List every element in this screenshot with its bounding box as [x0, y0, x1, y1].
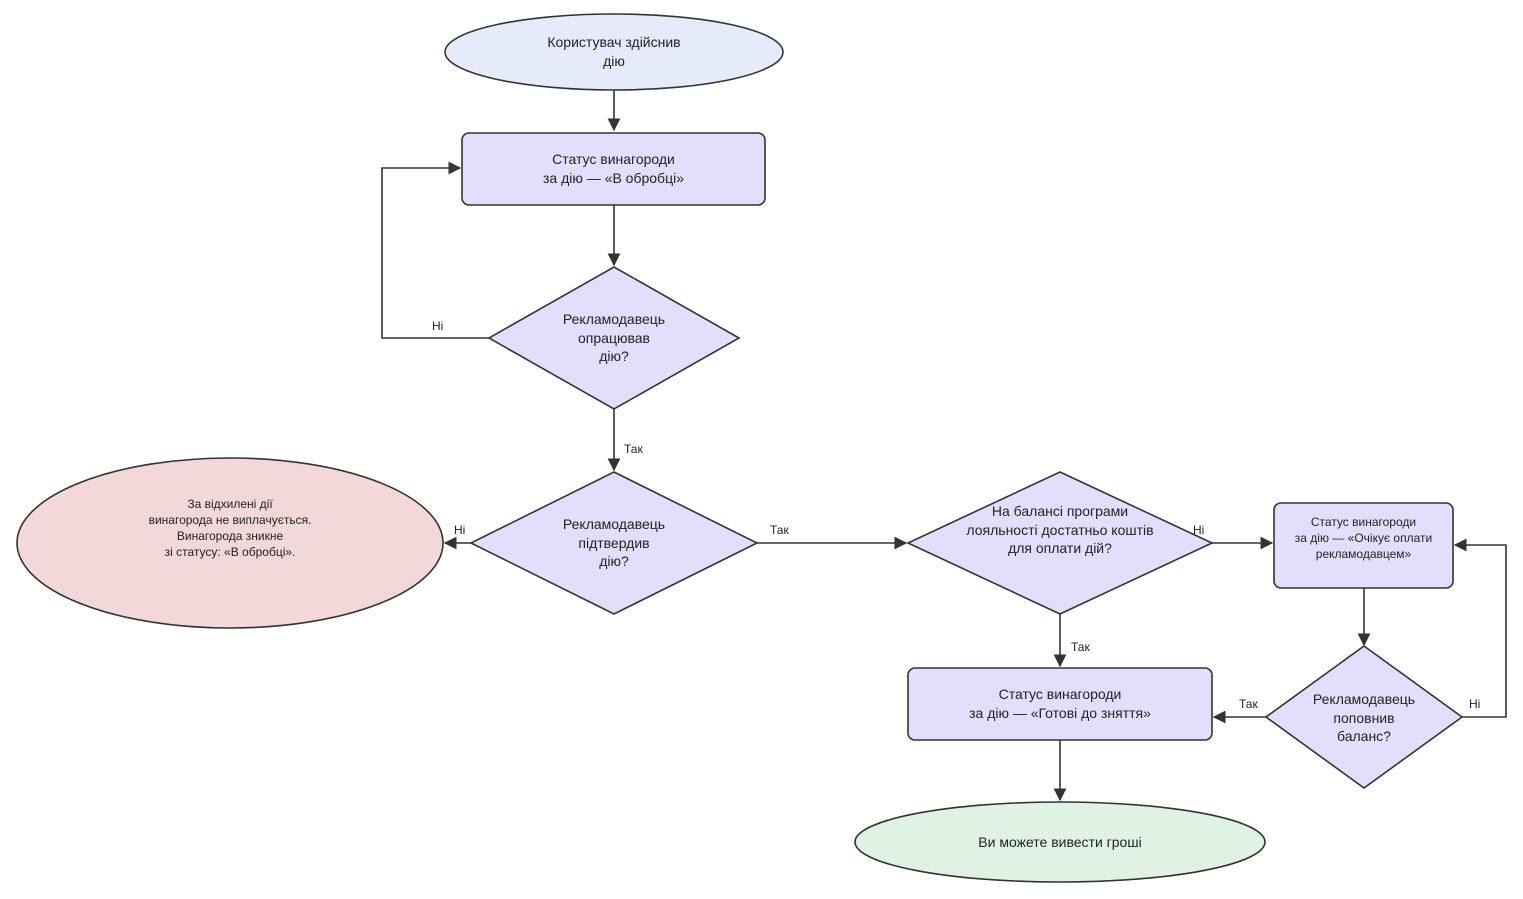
- edge-label-processed-no: Ні: [432, 319, 444, 333]
- decision-topup-node: [1264, 645, 1464, 789]
- edge-topup-no-loop: [1453, 538, 1507, 718]
- edge-label-topup-no: Ні: [1469, 697, 1481, 711]
- edge-label-balance-yes: Так: [1071, 640, 1090, 654]
- status-awaiting-node: [1273, 502, 1454, 589]
- status-ready-node: [907, 667, 1213, 741]
- rejected-note-node: [16, 457, 444, 629]
- final-node: [854, 801, 1266, 883]
- edge-label-balance-no: Ні: [1193, 523, 1205, 537]
- status-processing-node: [461, 132, 766, 206]
- start-node: [444, 13, 784, 91]
- edge-label-confirmed-yes: Так: [770, 523, 789, 537]
- edge-processed-no-loop: [381, 161, 489, 339]
- edge-label-topup-yes: Так: [1239, 697, 1258, 711]
- decision-processed-node: [487, 266, 741, 410]
- edge-label-processed-yes: Так: [624, 442, 643, 456]
- decision-confirmed-node: [469, 471, 759, 615]
- edge-label-confirmed-no: Ні: [454, 523, 466, 537]
- decision-balance-node: [906, 471, 1214, 615]
